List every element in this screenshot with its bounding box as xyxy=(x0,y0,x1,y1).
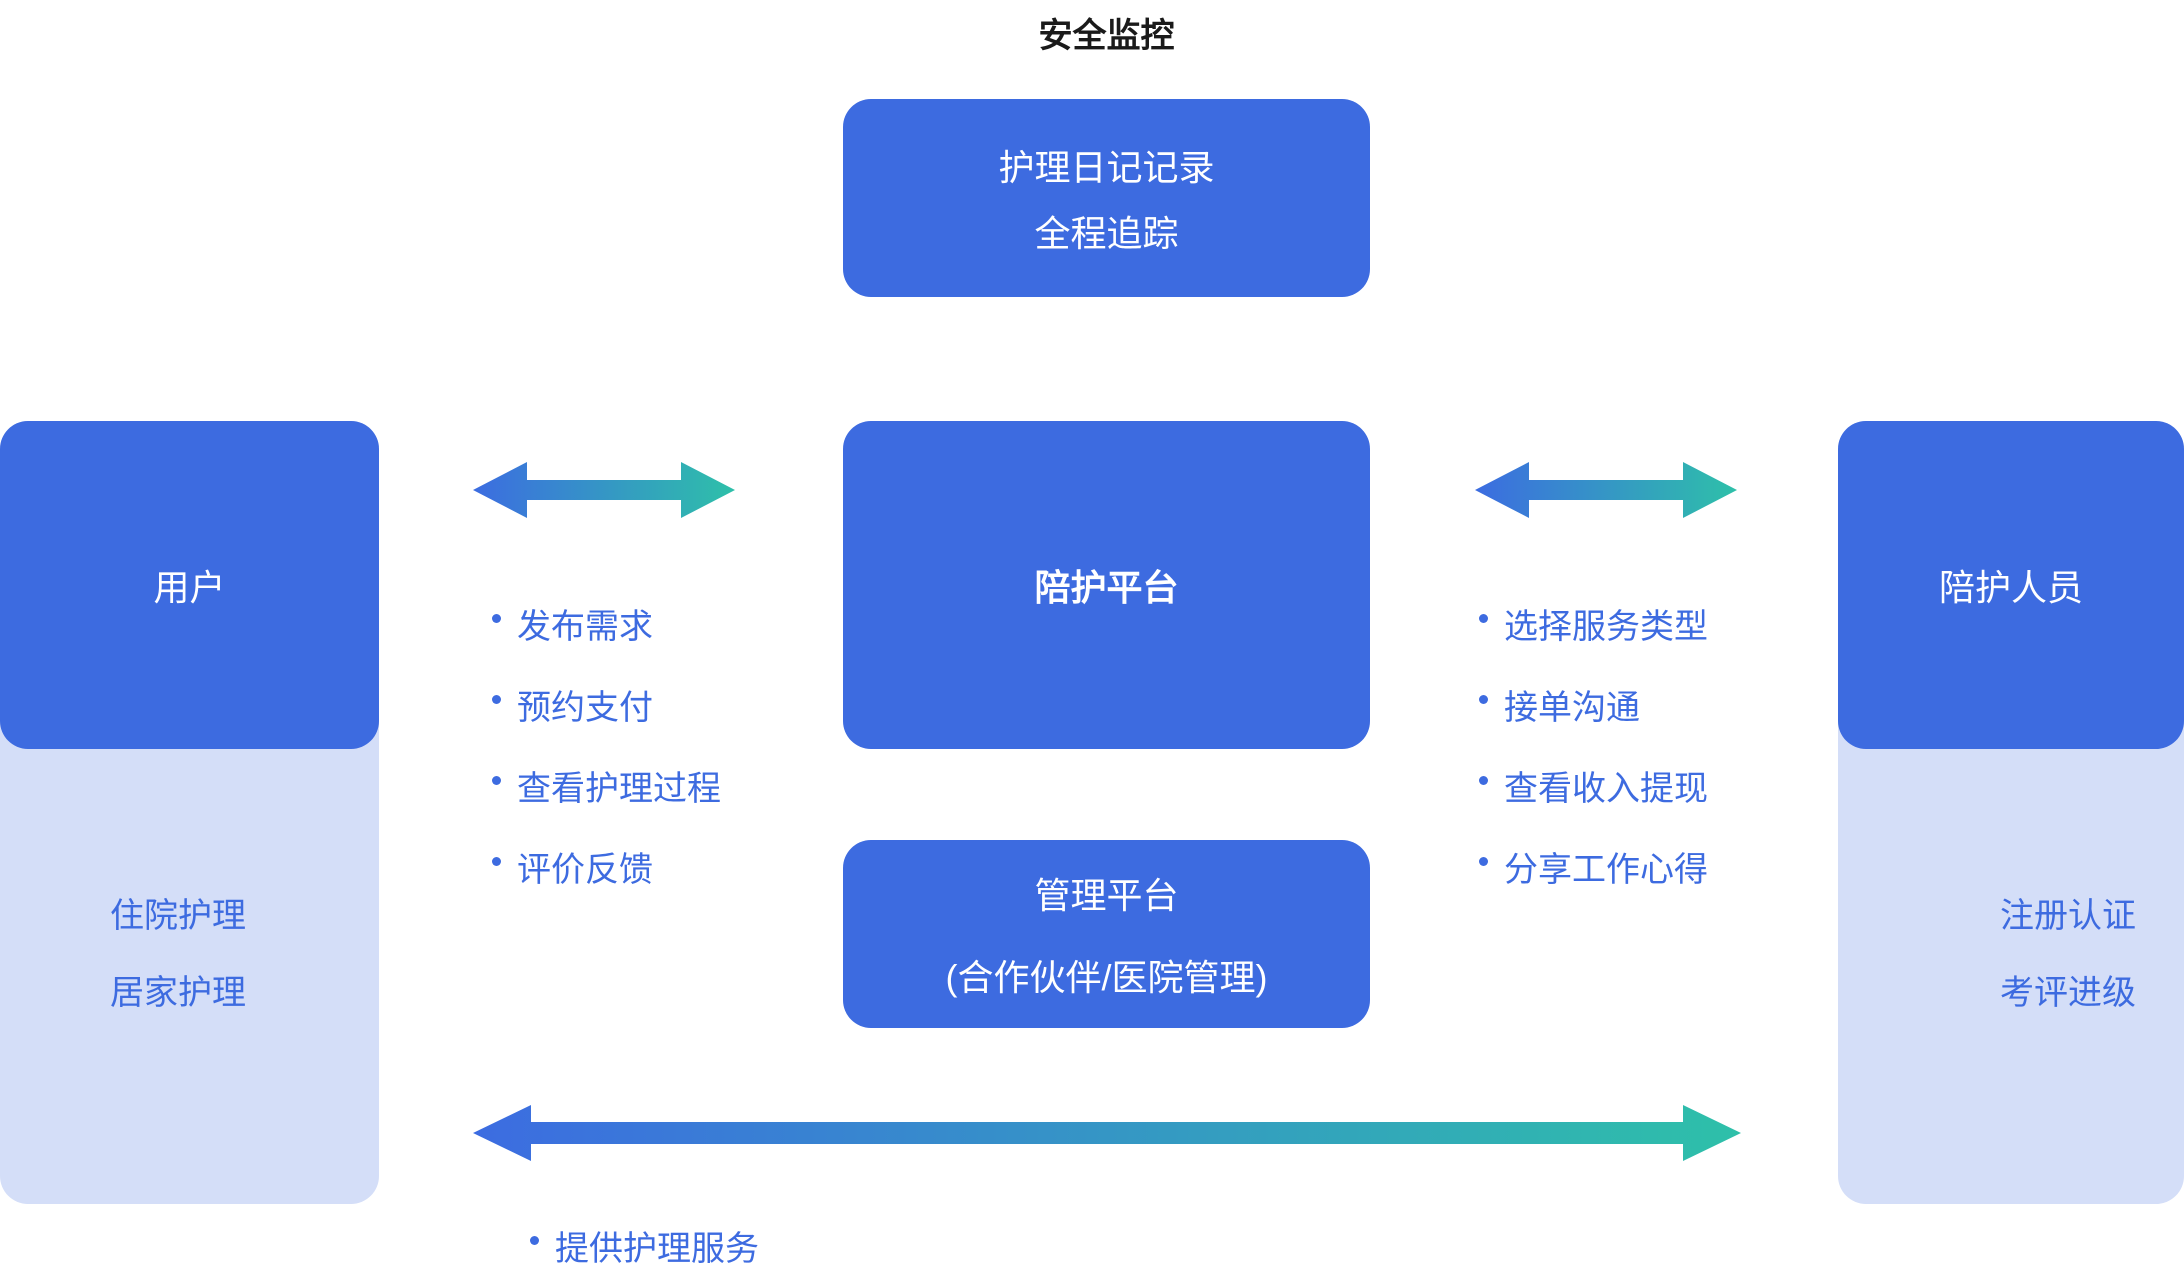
caregiver-sub-item-1: 注册认证 xyxy=(2000,897,2136,935)
bullet-dot-icon xyxy=(1479,695,1488,704)
caregiver-action-label: 选择服务类型 xyxy=(1504,608,1708,646)
list-item: 选择服务类型 xyxy=(1479,607,1708,647)
caregiver-sub-item-2: 考评进级 xyxy=(2000,974,2136,1012)
bullet-dot-icon xyxy=(1479,614,1488,623)
user-node-label: 用户 xyxy=(153,567,226,608)
care-diary-line-2: 全程追踪 xyxy=(1034,213,1179,254)
caregiver-action-label: 查看收入提现 xyxy=(1504,770,1708,808)
care-diary-line-1: 护理日记记录 xyxy=(998,147,1215,188)
user-node: 用户 xyxy=(0,421,379,749)
platform-node-label: 陪护平台 xyxy=(1034,567,1179,608)
bullet-dot-icon xyxy=(492,776,501,785)
user-actions-list: 发布需求 预约支付 查看护理过程 评价反馈 xyxy=(492,607,721,931)
admin-platform-line-1: 管理平台 xyxy=(1034,875,1179,916)
platform-caregiver-arrow-icon xyxy=(1475,462,1737,518)
caregiver-action-label: 分享工作心得 xyxy=(1504,851,1708,889)
bullet-dot-icon xyxy=(492,614,501,623)
bottom-action-label: 提供护理服务 xyxy=(555,1230,759,1268)
bullet-dot-icon xyxy=(492,695,501,704)
admin-platform-line-2: (合作伙伴/医院管理) xyxy=(945,957,1268,998)
list-item: 评价反馈 xyxy=(492,850,721,890)
list-item: 查看收入提现 xyxy=(1479,769,1708,809)
bullet-dot-icon xyxy=(1479,857,1488,866)
list-item: 发布需求 xyxy=(492,607,721,647)
diagram-title: 安全监控 xyxy=(1038,17,1175,55)
bullet-dot-icon xyxy=(492,857,501,866)
user-action-label: 预约支付 xyxy=(517,689,653,727)
bottom-actions-list: 提供护理服务 xyxy=(530,1229,759,1270)
user-action-label: 查看护理过程 xyxy=(517,770,721,808)
caregiver-action-label: 接单沟通 xyxy=(1504,689,1640,727)
user-sub-item-1: 住院护理 xyxy=(110,897,246,935)
list-item: 预约支付 xyxy=(492,688,721,728)
list-item: 查看护理过程 xyxy=(492,769,721,809)
user-action-label: 发布需求 xyxy=(517,608,653,646)
admin-platform-node: 管理平台 (合作伙伴/医院管理) xyxy=(843,840,1370,1028)
user-platform-arrow-icon xyxy=(473,462,735,518)
user-caregiver-arrow-icon xyxy=(473,1105,1741,1161)
bullet-dot-icon xyxy=(530,1236,539,1245)
user-action-label: 评价反馈 xyxy=(517,851,653,889)
list-item: 分享工作心得 xyxy=(1479,850,1708,890)
caregiver-node-label: 陪护人员 xyxy=(1938,567,2083,608)
care-diary-node: 护理日记记录 全程追踪 xyxy=(843,99,1370,297)
user-sub-item-2: 居家护理 xyxy=(110,974,246,1012)
list-item: 接单沟通 xyxy=(1479,688,1708,728)
caregiver-node: 陪护人员 xyxy=(1838,421,2184,749)
platform-node: 陪护平台 xyxy=(843,421,1370,749)
list-item: 提供护理服务 xyxy=(530,1229,759,1269)
bullet-dot-icon xyxy=(1479,776,1488,785)
caregiver-actions-list: 选择服务类型 接单沟通 查看收入提现 分享工作心得 xyxy=(1479,607,1708,931)
